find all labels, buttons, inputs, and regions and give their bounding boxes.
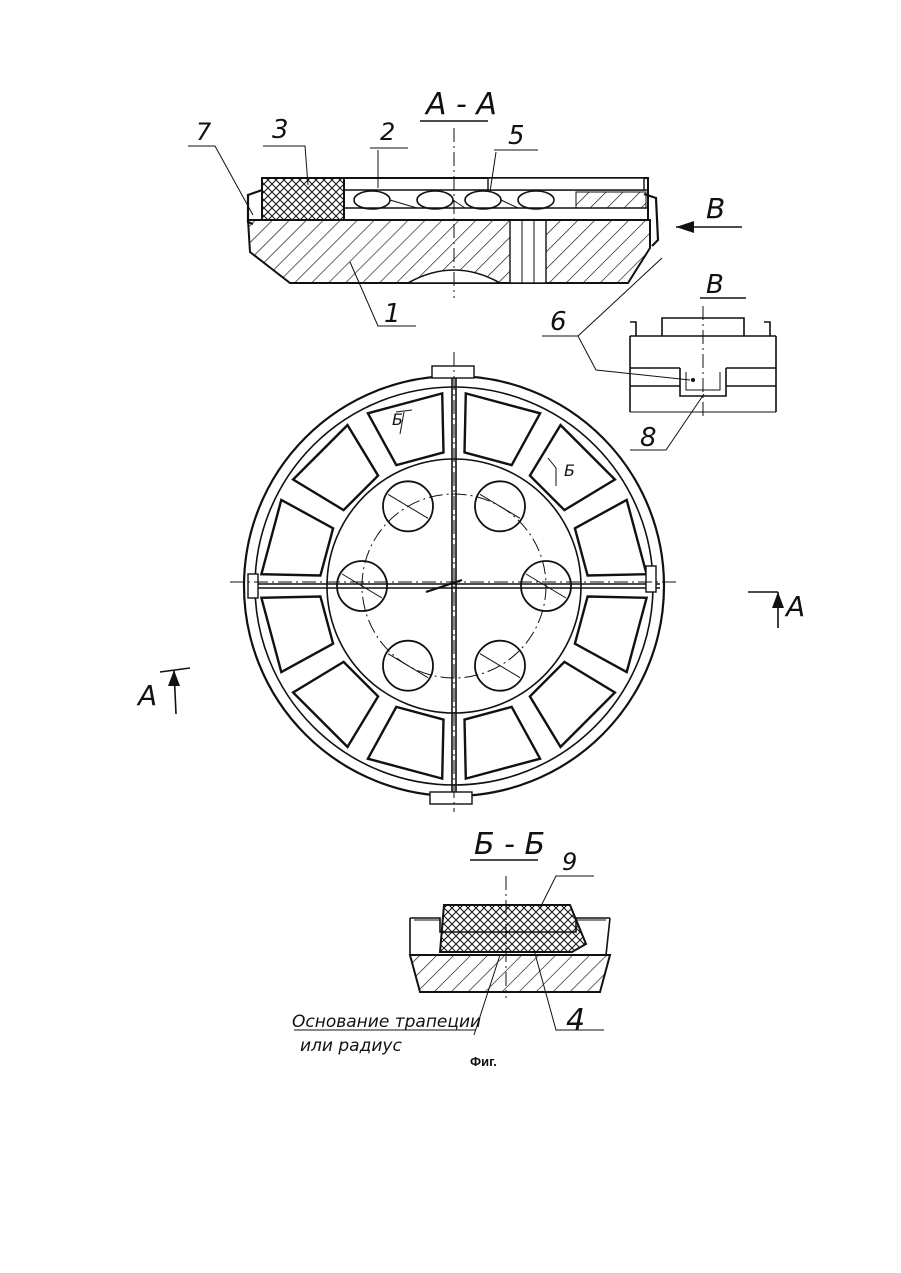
callout-1: 1 xyxy=(384,299,401,329)
pocket xyxy=(368,393,444,465)
callout-3: 3 xyxy=(272,115,289,145)
view-arrow-a-right: А xyxy=(784,590,805,623)
view-arrow-b-right: Б xyxy=(564,461,575,480)
section-aa-title: А - А xyxy=(424,87,497,122)
callout-6: 6 xyxy=(550,307,567,337)
annotation-line1: Основание трапеции xyxy=(292,1012,481,1032)
callout-9: 9 xyxy=(562,848,577,876)
section-bb: Б - Б 9 4 Основание трапеции или радиус xyxy=(292,827,610,1056)
insert-3 xyxy=(262,178,344,220)
view-arrow-b-left: Б xyxy=(392,410,403,429)
insert-9 xyxy=(440,905,586,952)
pocket xyxy=(368,707,444,779)
pocket xyxy=(575,500,647,576)
pocket xyxy=(575,597,647,673)
section-bb-title: Б - Б xyxy=(474,827,545,862)
pocket xyxy=(465,707,541,779)
section-aa: А - А 7 3 xyxy=(188,87,742,329)
pocket xyxy=(261,597,333,673)
plan-view: Б Б А А xyxy=(136,352,805,812)
pocket xyxy=(261,500,333,576)
figure-caption: Фиг. xyxy=(470,1054,497,1069)
callout-5: 5 xyxy=(508,121,525,151)
view-arrow-a-left: А xyxy=(136,679,157,712)
view-v-title: В xyxy=(706,270,724,300)
view-v: В 6 8 xyxy=(542,258,776,453)
pocket xyxy=(465,393,541,465)
callout-4: 4 xyxy=(566,1003,585,1038)
view-arrow-v: В xyxy=(706,192,725,225)
callout-7: 7 xyxy=(196,118,212,146)
callout-2: 2 xyxy=(380,118,395,146)
callout-8: 8 xyxy=(640,423,657,453)
bb-base xyxy=(410,955,610,992)
annotation-line2: или радиус xyxy=(300,1036,402,1056)
